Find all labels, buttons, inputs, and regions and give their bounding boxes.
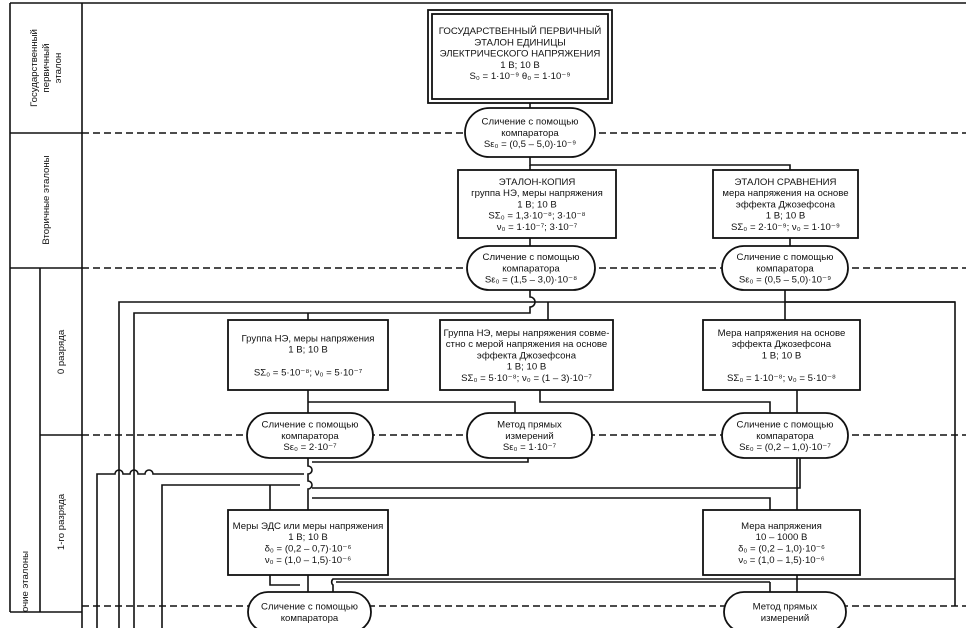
node-text-line: Sε₀ = (1,5 – 3,0)·10⁻⁸ xyxy=(485,275,577,286)
connector-line xyxy=(312,497,771,510)
node-text-line: Sε₀ = (0,2 – 1,0)·10⁻⁷ xyxy=(739,442,831,453)
node-text-line: ν₀ = (1,0 – 1,5)·10⁻⁶ xyxy=(738,555,824,566)
node-text-line: Сличение с помощью xyxy=(737,252,834,263)
node-text-line: измерений xyxy=(761,613,809,624)
node-text-line: SΣ₀ = 5·10⁻⁸; ν₀ = (1 – 3)·10⁻⁷ xyxy=(461,373,592,384)
connector-line xyxy=(161,484,300,628)
node-text-line: ЭТАЛОН ЕДИНИЦЫ xyxy=(474,37,566,48)
node-text-line: эффекта Джозефсона xyxy=(477,350,577,361)
node-text-line: Sε₀ = (0,5 – 5,0)·10⁻⁹ xyxy=(484,139,576,150)
connector-line xyxy=(118,301,955,628)
node-text-line: SΣ₀ = 2·10⁻⁹; ν₀ = 1·10⁻⁹ xyxy=(731,222,840,233)
node-text-line: Мера напряжения xyxy=(741,521,822,532)
connector-line xyxy=(308,401,516,413)
connector-line xyxy=(307,458,313,510)
label-secondary-etalons: Вторичные эталоны xyxy=(41,155,52,244)
node-text-line: 1 В; 10 В xyxy=(762,350,801,361)
node-text-line: 1 В; 10 В xyxy=(517,199,556,210)
node-text-line: Мера напряжения на основе xyxy=(718,328,846,339)
node-text-line: SΣ₀ = 1,3·10⁻⁸; 3·10⁻⁸ xyxy=(488,211,585,222)
node-text-line: ν₀ = (1,0 – 1,5)·10⁻⁶ xyxy=(265,555,351,566)
node-text-line: SΣ₀ = 1·10⁻⁸; ν₀ = 5·10⁻⁸ xyxy=(727,373,836,384)
node-text-line: Сличение с помощью xyxy=(261,602,358,613)
node-text-line: Sε₀ = 1·10⁻⁷ xyxy=(503,442,557,453)
connector-line xyxy=(269,575,300,586)
node-text-line: ГОСУДАРСТВЕННЫЙ ПЕРВИЧНЫЙ xyxy=(439,25,602,37)
label-rank-1: 1-го разряда xyxy=(56,493,67,550)
node-text-line: ν₀ = 1·10⁻⁷; 3·10⁻⁷ xyxy=(497,222,578,233)
label-rank-0: 0 разряда xyxy=(56,329,67,374)
node-text-line: δ₀ = (0,2 – 0,7)·10⁻⁶ xyxy=(265,544,352,555)
node-text-line: группа НЭ, меры напряжения xyxy=(471,188,603,199)
connector-line xyxy=(312,458,801,489)
node-text-line: Sε₀ = 2·10⁻⁷ xyxy=(283,442,337,453)
node-text-line: Метод прямых xyxy=(497,420,562,431)
connector-line xyxy=(539,390,771,413)
connector-line xyxy=(785,301,956,606)
node-text-line: компаратора xyxy=(756,263,814,274)
node-text-line: 1 В; 10 В xyxy=(766,211,805,222)
node-text-line: компаратора xyxy=(281,613,339,624)
node-text-line: компаратора xyxy=(756,431,814,442)
side-labels: Государственный первичный эталон Вторичн… xyxy=(20,29,67,612)
label-primary-etalon-3: эталон xyxy=(53,53,64,84)
connector-line xyxy=(529,157,791,170)
node-text-line: компаратора xyxy=(502,263,560,274)
node-text-line: компаратора xyxy=(501,128,559,139)
level-label-column xyxy=(9,2,966,628)
node-text-line: Sε₀ = (0,5 – 5,0)·10⁻⁹ xyxy=(739,275,831,286)
node-text-line: 1 В; 10 В xyxy=(288,532,327,543)
node-text-line: 1 В; 10 В xyxy=(288,345,327,356)
connector-line xyxy=(133,290,536,628)
node-text-line: Группа НЭ, меры напряжения совме- xyxy=(444,328,610,339)
node-text-line: измерений xyxy=(505,431,553,442)
label-primary-etalon-1: Государственный xyxy=(29,29,40,107)
node-text-line: S₀ = 1·10⁻⁹ θ₀ = 1·10⁻⁹ xyxy=(470,71,571,82)
node-text-line: 10 – 1000 В xyxy=(756,532,808,543)
node-text-line: SΣ₀ = 5·10⁻⁸; ν₀ = 5·10⁻⁷ xyxy=(254,367,363,378)
node-text-line: мера напряжения на основе xyxy=(722,188,848,199)
connection-lines xyxy=(96,103,956,628)
node-text-line: Сличение с помощью xyxy=(482,117,579,128)
node-text-line: ЭЛЕКТРИЧЕСКОГО НАПРЯЖЕНИЯ xyxy=(440,49,601,60)
connector-line xyxy=(96,469,304,628)
node-text-line: Сличение с помощью xyxy=(483,252,580,263)
node-text-line: стно с мерой напряжения на основе xyxy=(446,339,608,350)
node-text-line: Меры ЭДС или меры напряжения xyxy=(233,521,384,532)
node-text-line: δ₀ = (0,2 – 1,0)·10⁻⁶ xyxy=(738,544,825,555)
connector-line xyxy=(312,458,529,463)
label-working-etalons: очие эталоны xyxy=(20,551,31,612)
node-text-line: Сличение с помощью xyxy=(737,420,834,431)
node-text-line: эффекта Джозефсона xyxy=(736,199,836,210)
node-text-line: Группа НЭ, меры напряжения xyxy=(242,333,375,344)
node-text-line: 1 В; 10 В xyxy=(500,60,539,71)
node-text-line: Метод прямых xyxy=(753,602,818,613)
node-text-line: Сличение с помощью xyxy=(262,420,359,431)
label-primary-etalon-2: первичный xyxy=(41,44,52,93)
node-text-line: компаратора xyxy=(281,431,339,442)
node-text-line: ЭТАЛОН СРАВНЕНИЯ xyxy=(735,177,837,188)
connector-line xyxy=(330,578,955,592)
node-text-line: 1 В; 10 В xyxy=(507,362,546,373)
node-text-line: эффекта Джозефсона xyxy=(732,339,832,350)
rank0-group-josephson-etalon-box: Группа НЭ, меры напряжения совме-стно с … xyxy=(439,319,614,391)
node-text-line: ЭТАЛОН-КОПИЯ xyxy=(499,177,576,188)
